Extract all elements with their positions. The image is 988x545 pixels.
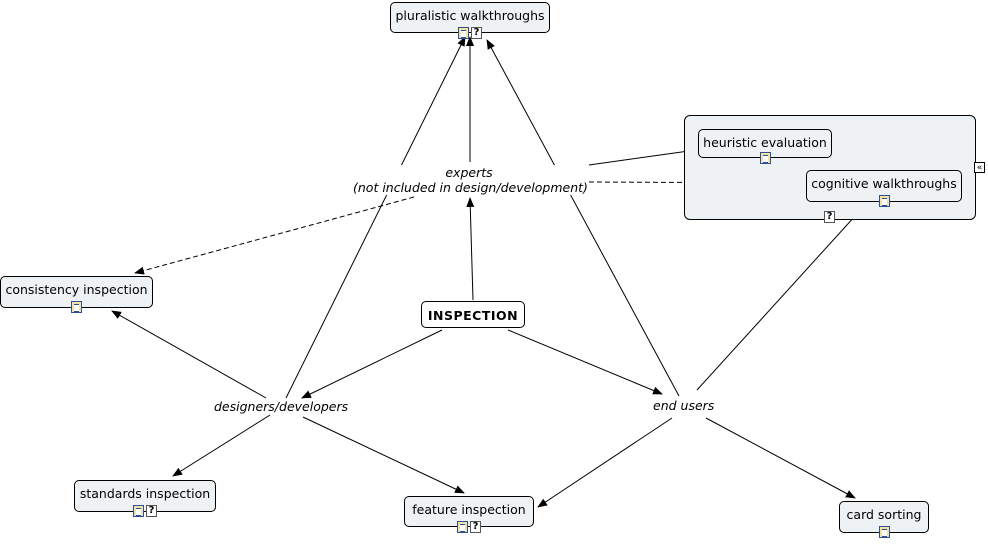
document-icon[interactable] [878,526,890,538]
node-standards-inspection[interactable]: standards inspection ? [74,480,216,517]
node-label: consistency inspection [5,282,148,297]
phrase-experts-line1: experts [445,165,493,180]
node-label: INSPECTION [427,308,519,323]
edge-inspection-endusers [507,329,663,395]
node-inspection[interactable]: INSPECTION [421,301,525,328]
node-label: pluralistic walkthroughs [395,8,545,23]
edge-inspection-experts [466,197,475,301]
question-icon[interactable]: ? [471,27,482,39]
node-pluralistic-walkthroughs[interactable]: pluralistic walkthroughs ? [390,2,550,39]
collapse-group-icon[interactable]: « [974,162,985,173]
document-icon[interactable] [878,195,890,207]
node-feature-inspection[interactable]: feature inspection ? [404,496,534,533]
node-label: heuristic evaluation [703,135,827,150]
node-label: feature inspection [412,502,526,517]
edge-inspection-designers [301,329,443,399]
node-card-sorting[interactable]: card sorting [839,501,929,538]
question-icon[interactable]: ? [146,505,157,517]
document-icon[interactable] [71,301,82,313]
node-label: standards inspection [79,486,211,501]
question-icon[interactable]: ? [824,211,835,223]
document-icon[interactable] [457,521,468,533]
document-icon[interactable] [759,152,771,164]
document-icon[interactable] [133,505,144,517]
edge-designers-consistency [111,310,267,399]
phrase-end-users[interactable]: end users [653,398,715,413]
node-cognitive-walkthroughs[interactable]: cognitive walkthroughs [806,170,962,207]
edge-experts-heuristic [588,147,697,166]
edge-designers-pluralistic [285,36,466,399]
edge-designers-standards [172,414,271,477]
edge-endusers-pluralistic [486,39,680,397]
phrase-designers-developers[interactable]: designers/developers [214,399,349,414]
node-label: cognitive walkthroughs [811,176,957,191]
edge-endusers-card [705,417,856,499]
edge-endusers-cognitive [696,203,867,391]
phrase-experts-line2: (not included in design/development) [353,180,588,195]
document-icon[interactable] [458,27,469,39]
edge-experts-consistency [134,196,415,275]
phrase-experts[interactable]: experts (not included in design/developm… [353,165,588,195]
question-icon[interactable]: ? [470,521,481,533]
edge-endusers-feature [537,417,673,508]
node-heuristic-evaluation[interactable]: heuristic evaluation [698,129,832,164]
edge-designers-feature [302,416,465,494]
node-consistency-inspection[interactable]: consistency inspection [0,276,153,313]
node-label: card sorting [846,507,922,522]
